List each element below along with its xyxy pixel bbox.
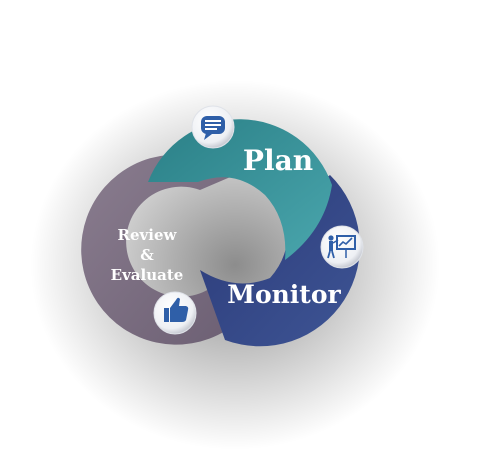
speech-bubble-icon: [201, 116, 225, 140]
review-badge: [153, 291, 197, 335]
review-label-line2: &: [140, 246, 154, 264]
presentation-icon: [327, 235, 356, 259]
review-ring[interactable]: [81, 154, 241, 345]
monitor-badge: [320, 225, 364, 269]
monitor-label: Monitor: [227, 280, 341, 309]
plan-ring[interactable]: [148, 119, 332, 260]
review-label-line1: Review: [118, 226, 178, 244]
plan-label: Plan: [243, 144, 313, 177]
review-label-line3: Evaluate: [111, 266, 184, 284]
thumbs-up-icon: [164, 297, 189, 322]
plan-badge: [191, 105, 235, 149]
